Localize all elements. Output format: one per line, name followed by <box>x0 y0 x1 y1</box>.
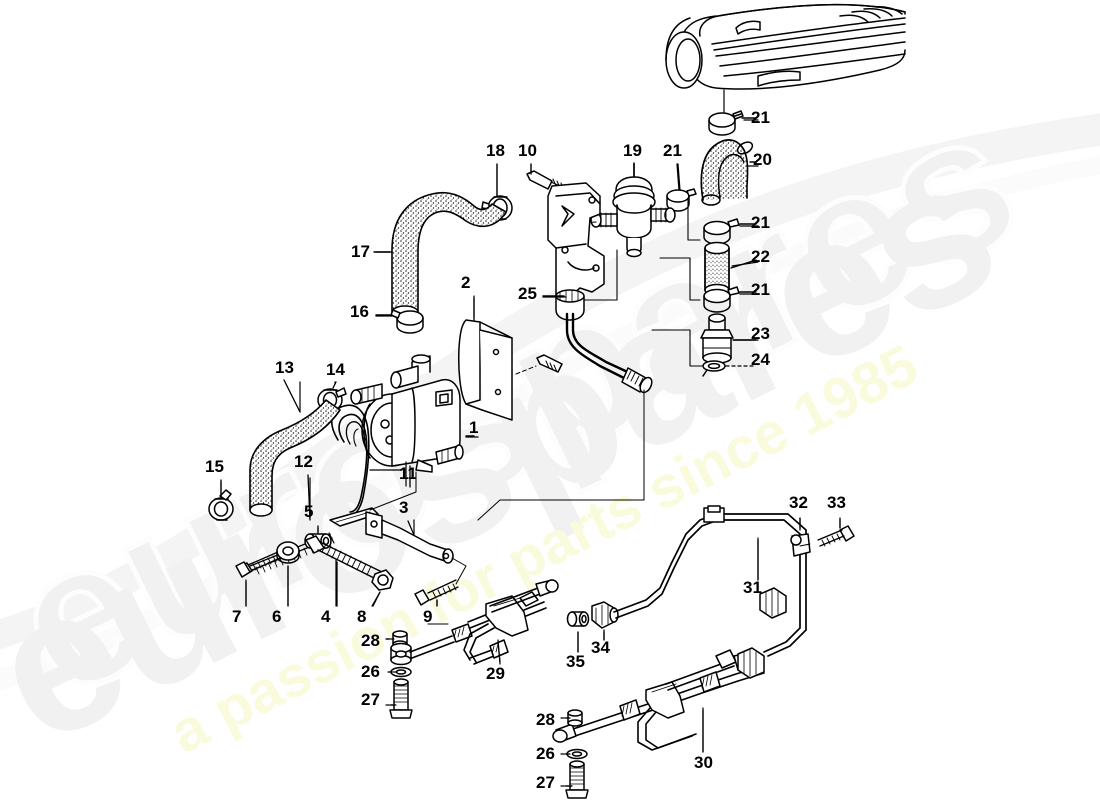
callout-number-4: 4 <box>321 607 331 626</box>
callout-number-28: 28 <box>536 710 555 729</box>
callout-leaders <box>220 119 841 753</box>
part-hose-13 <box>249 399 341 517</box>
callout-number-34: 34 <box>591 638 610 657</box>
part-pipe-30 <box>552 647 765 751</box>
callout-number-27: 27 <box>361 690 380 709</box>
part-bolt-33 <box>817 525 855 547</box>
callout-number-13: 13 <box>275 358 294 377</box>
part-washer-26b <box>566 748 588 760</box>
part-clamp-21b <box>666 188 697 212</box>
part-air-pump <box>350 354 464 473</box>
callout-number-18: 18 <box>486 141 505 160</box>
callout-number-27: 27 <box>536 773 555 792</box>
callout-number-21: 21 <box>663 141 682 160</box>
part-bolt-7 <box>235 551 281 578</box>
part-bracket-upper <box>547 182 605 321</box>
callout-number-3: 3 <box>399 498 409 517</box>
background-swoosh-2 <box>0 156 1100 691</box>
part-check-valve-23 <box>700 313 734 364</box>
part-clamp-21a <box>708 110 744 136</box>
part-sleeve-35 <box>566 611 590 627</box>
callout-number-11: 11 <box>399 464 417 483</box>
part-clip-32 <box>790 533 811 557</box>
callout-number-5: 5 <box>304 502 314 521</box>
part-bolt-bracket <box>536 354 563 373</box>
part-banjo-eye-a <box>390 642 412 666</box>
part-valve-19 <box>590 162 676 258</box>
part-air-cleaner-intake <box>665 3 906 90</box>
callout-number-26: 26 <box>536 744 555 763</box>
callout-number-25: 25 <box>518 284 537 303</box>
part-washer-28b <box>567 709 583 727</box>
part-banjo-bolt-27a <box>389 678 413 719</box>
part-clamp-15 <box>208 489 234 521</box>
callout-number-32: 32 <box>789 493 808 512</box>
callout-number-35: 35 <box>566 652 585 671</box>
callout-number-24: 24 <box>751 350 770 369</box>
callout-number-1: 1 <box>469 418 479 437</box>
part-bolt-9 <box>414 579 459 606</box>
callout-number-10: 10 <box>518 141 537 160</box>
callout-number-9: 9 <box>423 607 433 626</box>
callout-number-2: 2 <box>461 273 471 292</box>
callout-number-21: 21 <box>751 108 770 127</box>
callout-number-12: 12 <box>294 452 313 471</box>
background-swoosh <box>0 113 1100 650</box>
callout-number-20: 20 <box>753 150 772 169</box>
callout-number-29: 29 <box>486 664 505 683</box>
part-bracket-2 <box>458 319 513 421</box>
callout-number-7: 7 <box>232 607 242 626</box>
part-washer-6 <box>276 541 300 564</box>
callout-number-22: 22 <box>751 247 770 266</box>
callout-number-21: 21 <box>751 280 770 299</box>
part-bracket-arm-3 <box>329 507 454 564</box>
callout-number-17: 17 <box>351 242 370 261</box>
callout-number-19: 19 <box>623 141 642 160</box>
part-tube-25 <box>565 312 653 394</box>
callout-number-8: 8 <box>357 607 367 626</box>
callout-number-14: 14 <box>326 360 345 379</box>
part-nut-8 <box>371 569 394 591</box>
part-washer-28a <box>392 630 408 648</box>
callout-number-26: 26 <box>361 662 380 681</box>
part-bolt-4 <box>305 535 383 581</box>
part-clamp-21d <box>703 286 740 313</box>
callout-number-15: 15 <box>205 457 224 476</box>
part-seal-ring-24 <box>702 360 726 377</box>
callout-number-16: 16 <box>350 302 369 321</box>
callout-number-31: 31 <box>743 578 762 597</box>
callout-number-33: 33 <box>827 493 846 512</box>
part-hose-20 <box>700 139 754 206</box>
callout-number-30: 30 <box>694 753 713 772</box>
part-banjo-bolt-27b <box>565 760 589 799</box>
callout-number-23: 23 <box>751 324 770 343</box>
callout-number-28: 28 <box>361 631 380 650</box>
callout-number-21: 21 <box>751 213 770 232</box>
part-clamp-16 <box>390 309 424 334</box>
callout-number-6: 6 <box>272 607 282 626</box>
part-pipe-31 <box>613 505 807 657</box>
